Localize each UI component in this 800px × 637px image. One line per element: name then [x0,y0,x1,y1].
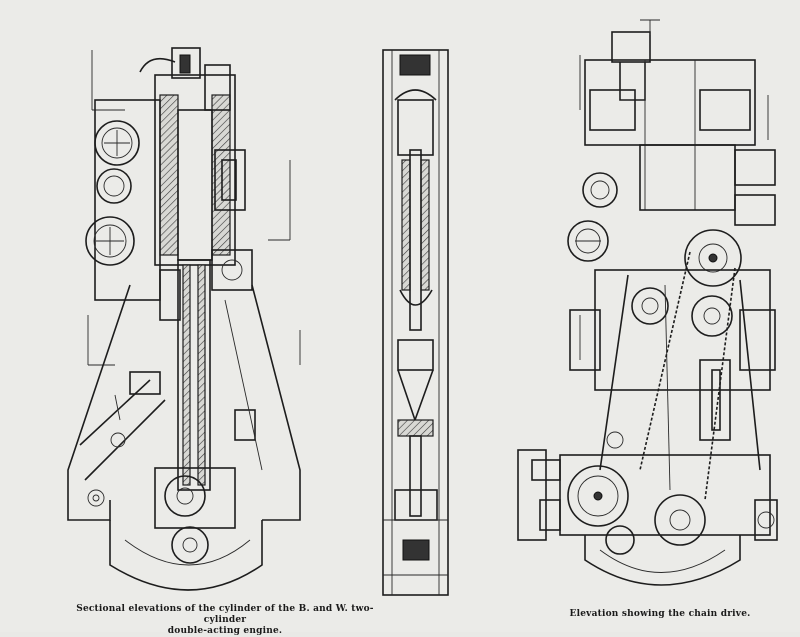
left-caption-line-2: double-acting engine. [167,626,283,636]
left-figure-caption: Sectional elevations of the cylinder of … [70,604,380,637]
left-sectional-elevation [67,47,301,591]
right-elevation-chain-drive [517,19,778,586]
left-caption-line-1: Sectional elevations of the cylinder of … [76,604,374,625]
right-figure-caption: Elevation showing the chain drive. [569,609,751,619]
middle-cylinder-section [382,49,449,596]
